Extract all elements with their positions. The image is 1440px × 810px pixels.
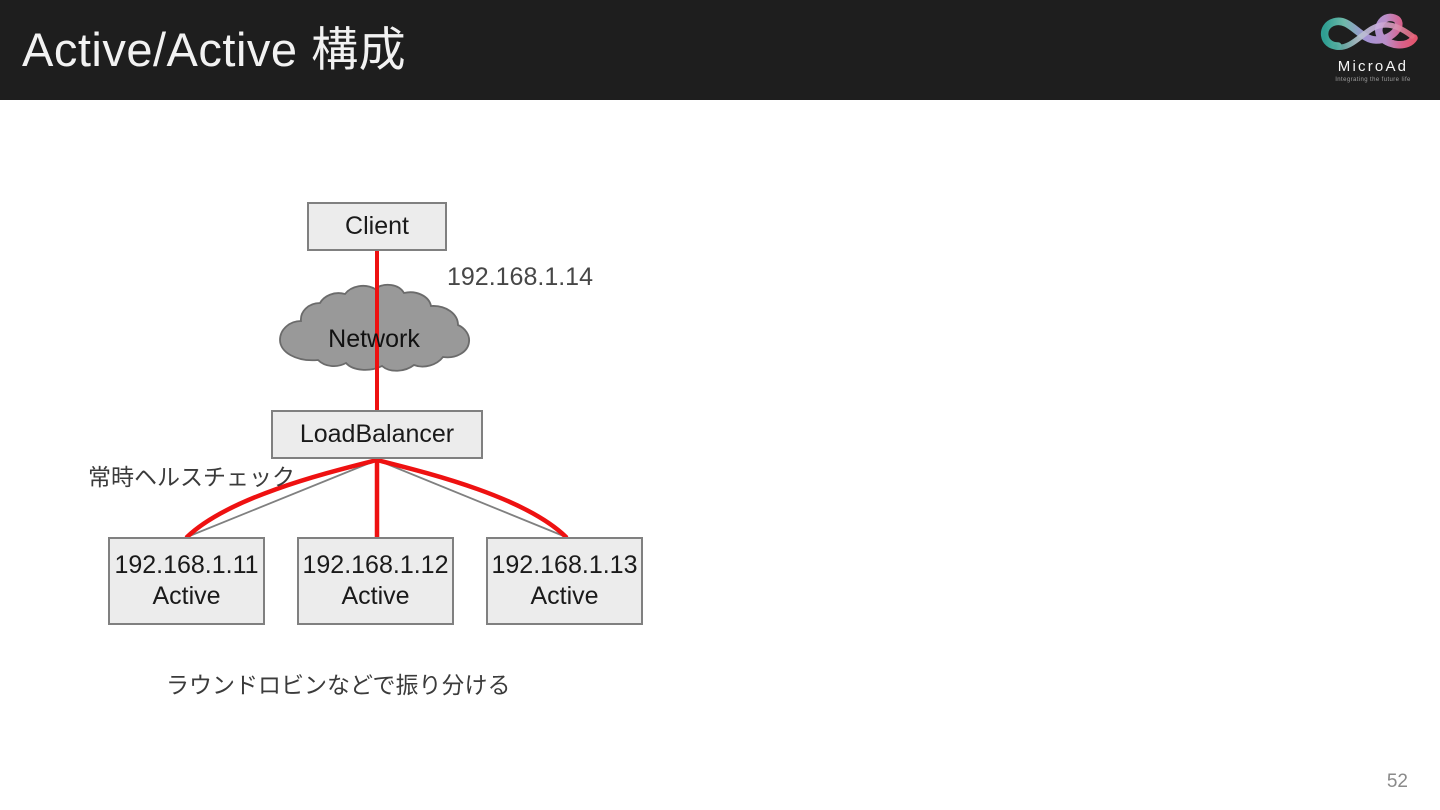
diagram-connectors-layer [184,251,569,540]
traffic-curve-server-1 [184,457,380,540]
node-loadbalancer-label: LoadBalancer [299,420,455,448]
node-server-2-ip: 192.168.1.12 [302,551,449,579]
network-topology-diagram: Client Network 192.168.1.14 LoadBalancer… [0,100,1440,810]
network-cloud-shape [279,283,471,372]
node-server-1[interactable]: 192.168.1.11 Active [108,537,265,625]
page-number: 52 [1386,771,1408,792]
node-loadbalancer[interactable]: LoadBalancer [271,410,483,459]
healthcheck-line-server-3 [376,459,567,538]
node-server-3-state: Active [530,582,599,610]
microad-logo: MicroAd Integrating the future life [1314,6,1432,94]
node-server-1-ip: 192.168.1.11 [114,551,259,579]
node-server-1-state: Active [152,582,221,610]
logo-wordmark: MicroAd [1337,58,1409,75]
traffic-curve-server-3 [374,457,569,540]
node-server-2-state: Active [341,582,410,610]
node-client-label: Client [345,212,409,240]
label-distribution-caption: ラウンドロビンなどで振り分ける [166,672,511,698]
label-virtual-ip: 192.168.1.14 [447,263,593,291]
node-server-3[interactable]: 192.168.1.13 Active [486,537,643,625]
slide-header-bar [0,0,1440,100]
label-healthcheck: 常時ヘルスチェック [88,464,295,490]
infinity-ribbon-icon [1321,13,1418,50]
healthcheck-line-server-1 [186,459,378,538]
node-network-label: Network [328,325,420,353]
node-server-2[interactable]: 192.168.1.12 Active [297,537,454,625]
logo-tagline: Integrating the future life [1335,77,1411,83]
page-title: Active/Active 構成 [22,23,407,76]
node-client[interactable]: Client [307,202,447,251]
node-server-3-ip: 192.168.1.13 [491,551,638,579]
